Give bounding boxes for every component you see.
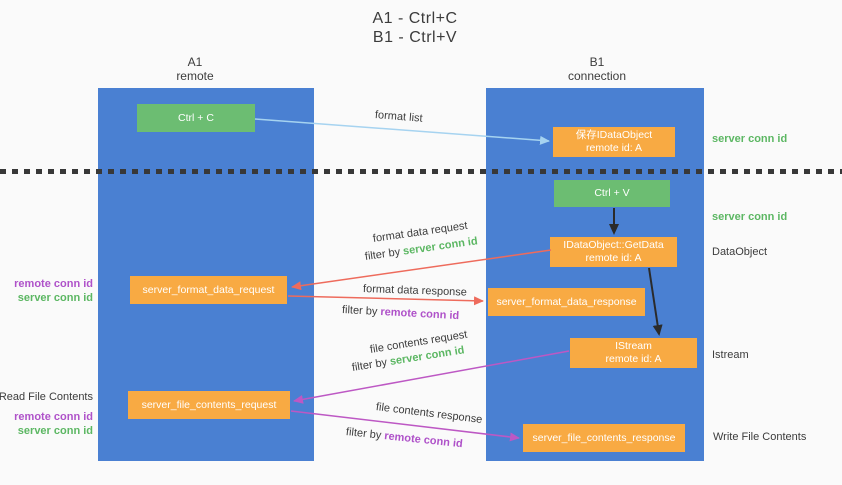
remote-conn-id-text: remote conn id — [380, 306, 460, 323]
remote-conn-id-text: remote conn id — [383, 430, 464, 451]
column-header-a1: A1 remote — [135, 55, 255, 83]
filter-by-text: filter by — [351, 356, 388, 374]
column-header-b1: B1 connection — [537, 55, 657, 83]
istream-remote-id: remote id: A — [605, 353, 662, 365]
filter-by-text: filter by — [345, 426, 382, 442]
server-conn-id-label-format: server conn id — [17, 292, 93, 304]
getdata-remote-id: remote id: A — [585, 252, 642, 264]
filter-by-text: filter by — [364, 246, 401, 263]
title-line-1: A1 - Ctrl+C — [372, 10, 458, 27]
server-conn-id-label-mid: server conn id — [712, 211, 788, 223]
istream-title: IStream — [615, 340, 652, 352]
ctrl-v-box: Ctrl + V — [554, 180, 670, 207]
istream-box: IStream remote id: A — [570, 338, 697, 368]
server-format-data-request-box: server_format_data_request — [130, 276, 287, 304]
server-format-data-response-box: server_format_data_response — [488, 288, 645, 316]
istream-side-label: Istream — [712, 349, 749, 361]
save-idataobject-remote-id: remote id: A — [585, 142, 643, 154]
server-file-contents-response-box: server_file_contents_response — [523, 424, 685, 452]
ctrl-c-box: Ctrl + C — [137, 104, 255, 132]
format-data-response-label: format data response — [362, 283, 468, 299]
column-a1-name: A1 — [187, 55, 203, 69]
format-list-label: format list — [374, 109, 424, 125]
filter-by-text: filter by — [341, 304, 378, 318]
idataobject-getdata-box: IDataObject::GetData remote id: A — [550, 237, 677, 267]
column-b1-name: B1 — [589, 55, 605, 69]
server-conn-id-label-top: server conn id — [712, 133, 788, 145]
session-separator-line — [0, 169, 842, 174]
remote-conn-id-label-format: remote conn id — [14, 278, 93, 290]
getdata-title: IDataObject::GetData — [563, 239, 664, 251]
diagram-title: A1 - Ctrl+C B1 - Ctrl+V — [325, 9, 505, 47]
remote-conn-id-label-file: remote conn id — [14, 411, 93, 423]
server-file-contents-request-box: server_file_contents_request — [128, 391, 290, 419]
save-idataobject-box: 保存IDataObject remote id: A — [553, 127, 675, 157]
read-file-contents-label: Read File Contents — [0, 391, 93, 403]
column-b1-role: connection — [567, 69, 627, 83]
server-conn-id-label-file: server conn id — [17, 425, 93, 437]
column-a1-role: remote — [176, 69, 214, 83]
save-idataobject-title: 保存IDataObject — [575, 129, 653, 141]
title-line-2: B1 - Ctrl+V — [372, 29, 458, 46]
dataobject-label: DataObject — [712, 246, 768, 258]
file-contents-response-label: file contents response — [375, 401, 483, 426]
write-file-contents-label: Write File Contents — [713, 431, 807, 443]
